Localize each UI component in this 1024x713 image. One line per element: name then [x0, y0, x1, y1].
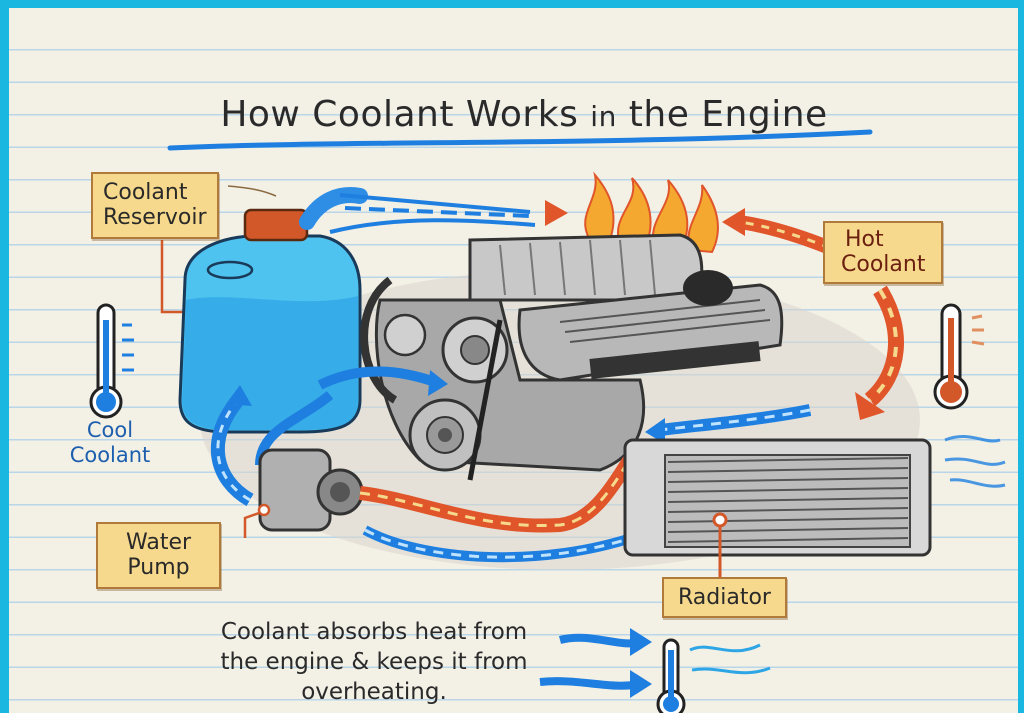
- label-line: Radiator: [678, 585, 771, 610]
- title-part-end: the Engine: [628, 94, 828, 135]
- label-line: Hot: [845, 227, 884, 252]
- label-hot-coolant: Hot Coolant: [823, 221, 944, 284]
- caption-line: the engine & keeps it from: [220, 648, 528, 675]
- label-water-pump: Water Pump: [96, 522, 222, 589]
- flame-icon: [584, 171, 719, 254]
- illustration: [89, 129, 1006, 713]
- cool-coolant-line: Coolant: [69, 443, 151, 468]
- label-line: Pump: [127, 555, 190, 581]
- cool-coolant-text: Cool Coolant: [55, 418, 165, 468]
- label-line: Coolant: [841, 252, 926, 278]
- thermometer-cool-icon: [656, 638, 686, 713]
- label-line: Water: [126, 530, 192, 555]
- caption-line: Coolant absorbs heat from: [220, 619, 528, 645]
- title-underline: [167, 129, 873, 151]
- thermometer-cold-icon: [89, 303, 134, 419]
- thermometer-hot-icon: [933, 303, 985, 410]
- flow-arrow-icon: [545, 200, 568, 226]
- page-title: How Coolant Works in the Engine: [174, 94, 874, 135]
- coolant-reservoir-icon: [178, 187, 368, 434]
- radiator-icon: [623, 438, 932, 557]
- label-coolant-reservoir: Coolant Reservoir: [91, 172, 219, 239]
- label-radiator: Radiator: [662, 577, 787, 619]
- water-pump-icon: [258, 448, 364, 532]
- label-line: Reservoir: [103, 205, 207, 231]
- diagram-canvas: How Coolant Works in the Engine: [9, 8, 1018, 713]
- engine-icon: [360, 233, 784, 481]
- caption-line: overheating.: [301, 678, 447, 705]
- title-part-main: How Coolant Works: [220, 94, 579, 135]
- cool-coolant-line: Cool: [86, 418, 134, 442]
- label-line: Coolant: [103, 180, 188, 205]
- caption: Coolant absorbs heat from the engine & k…: [159, 618, 589, 708]
- title-part-in: in: [590, 100, 617, 133]
